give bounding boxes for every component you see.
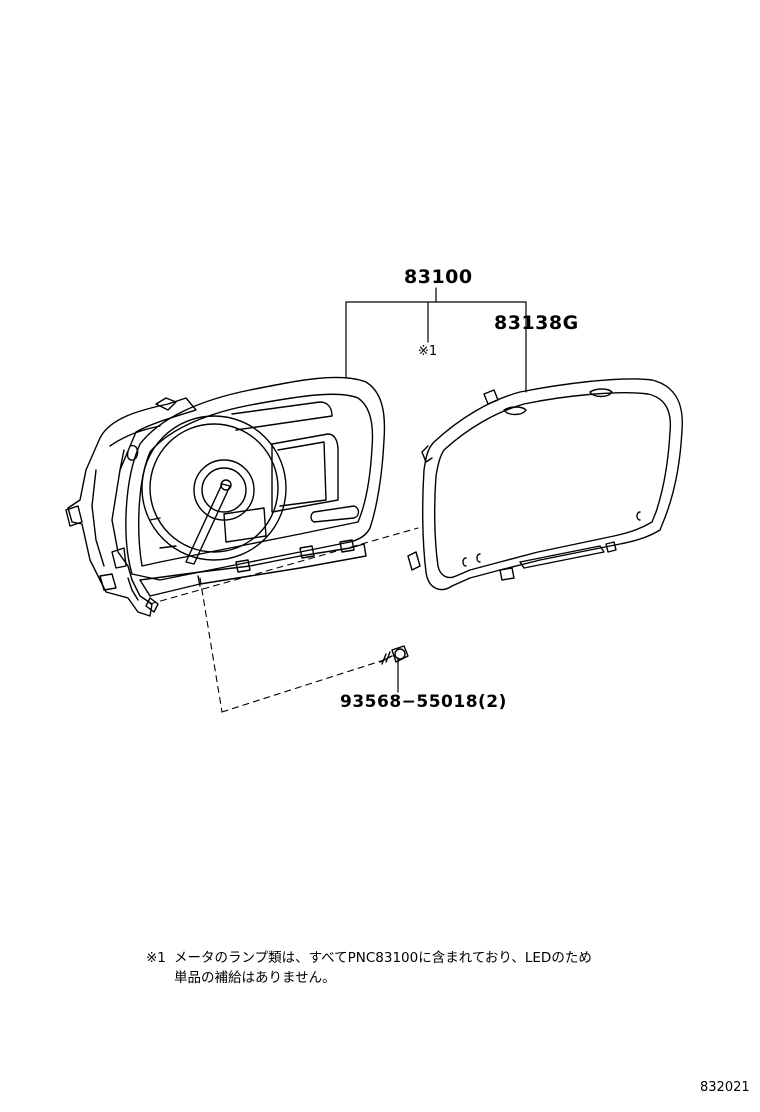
- meter-lens-glass: [407, 378, 683, 591]
- combination-meter-assembly: [65, 376, 386, 617]
- part-number-meter-assembly: 83100: [404, 266, 473, 288]
- screw-part: [379, 645, 409, 665]
- leader-lines: [345, 287, 527, 693]
- part-number-screw: 93568−55018(2): [340, 692, 507, 712]
- dashed-mounting-line: [149, 527, 419, 713]
- part-number-meter-lens: 83138G: [494, 312, 579, 334]
- footnote-line-2: 単品の補給はありません。: [174, 970, 336, 986]
- footnote-marker: ※1: [146, 950, 166, 966]
- illustration-code: 832021: [700, 1080, 750, 1095]
- footnote-line-1: メータのランプ類は、すべてPNC83100に含まれており、LEDのため: [174, 950, 592, 966]
- note-marker-label: ※1: [418, 344, 438, 359]
